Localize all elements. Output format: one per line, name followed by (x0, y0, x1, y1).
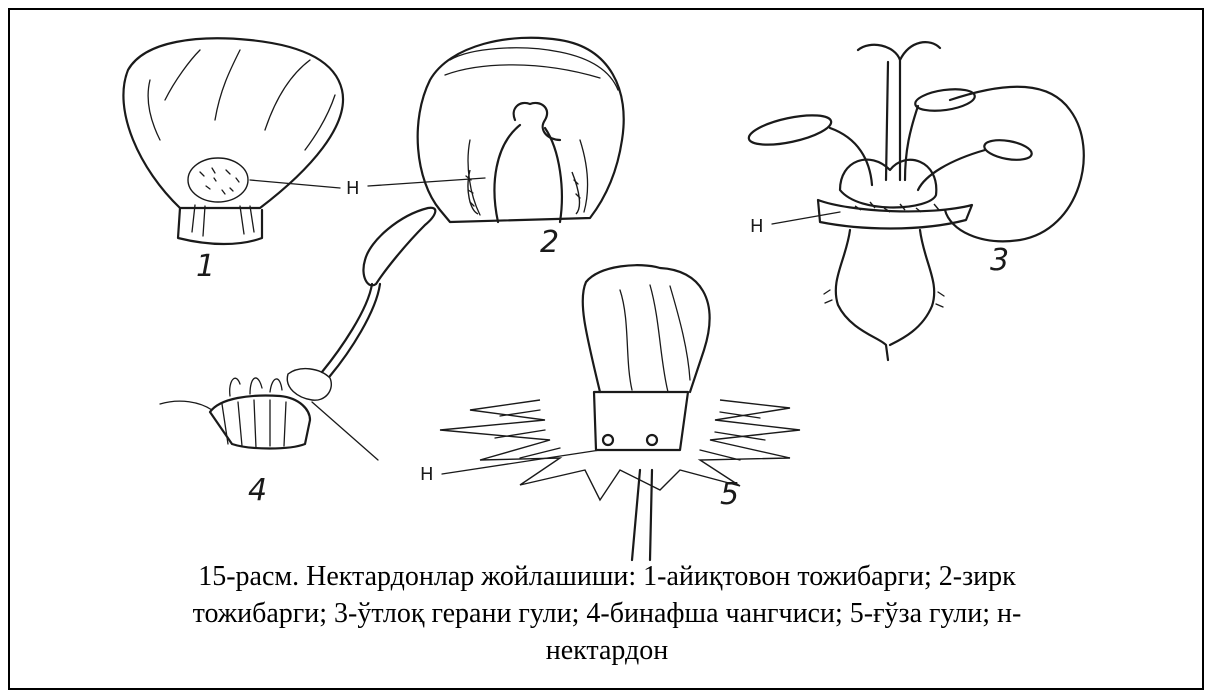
nectary-label-1-2: Н (346, 178, 360, 199)
nectary-label-4-5: Н (420, 464, 434, 485)
figure-5-number: 5 (720, 477, 739, 512)
figure-3-flower: Н 3 (746, 42, 1083, 360)
figure-1-number: 1 (196, 249, 215, 284)
nectary-label-3: Н (750, 216, 764, 237)
caption-line-1: 15-расм. Нектардонлар жойлашиши: 1-айиқт… (40, 558, 1174, 595)
caption-line-3: нектардон (40, 632, 1174, 669)
figure-4-number: 4 (248, 473, 267, 508)
figure-2-petal: 2 (418, 38, 624, 260)
figure-5-flower: Н 5 (420, 265, 800, 560)
figure-caption: 15-расм. Нектардонлар жойлашиши: 1-айиқт… (40, 558, 1174, 669)
figure-2-number: 2 (540, 225, 559, 260)
figure-1-petal: 1 (123, 38, 343, 284)
figure-3-number: 3 (990, 243, 1009, 278)
caption-line-2: тожибарги; 3-ўтлоқ герани гули; 4-бинафш… (40, 595, 1174, 632)
